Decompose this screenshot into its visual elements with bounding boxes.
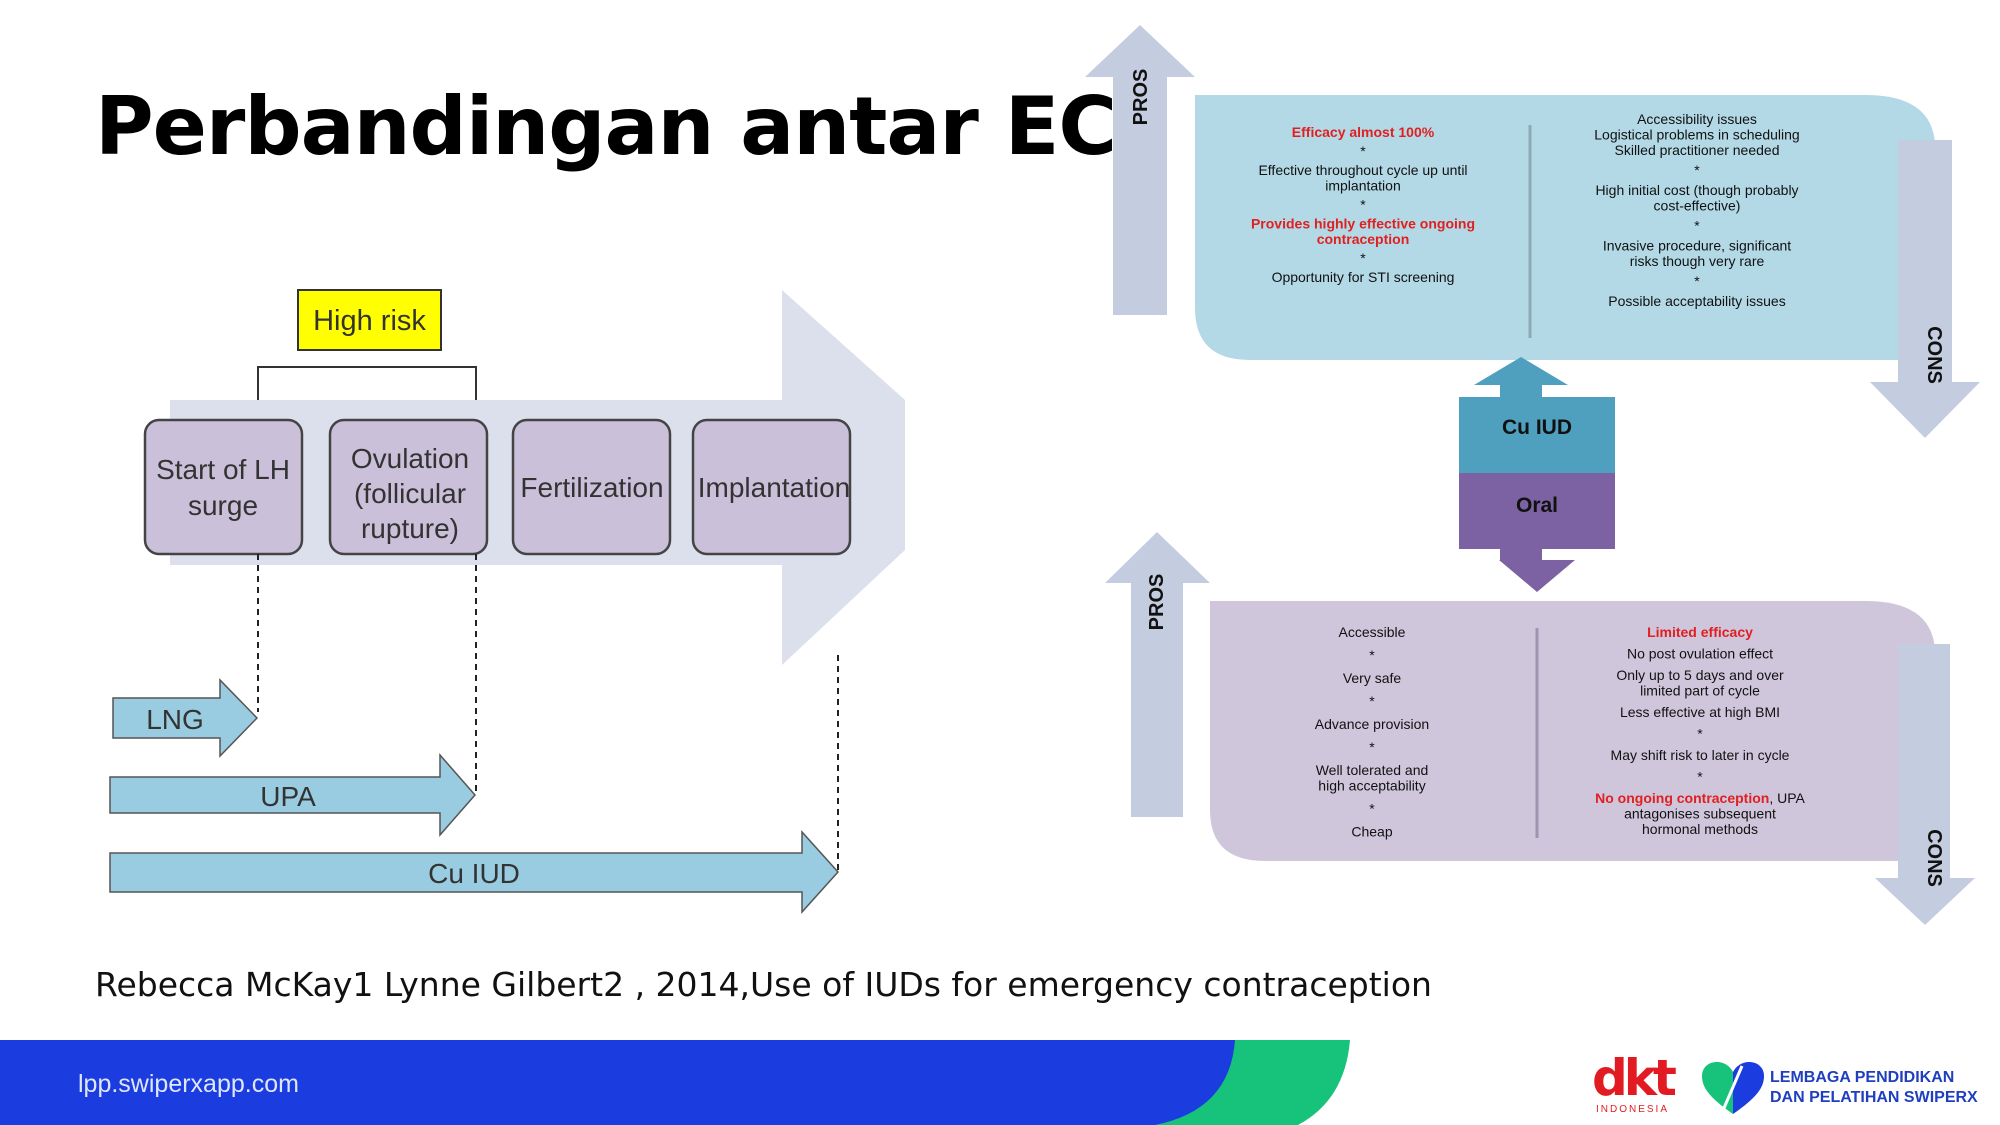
stage-ovulation: Ovulation (follicular rupture) xyxy=(328,418,489,556)
list-item-line: Efficacy almost 100% xyxy=(1292,124,1435,140)
oral-cons-list: Limited efficacy No post ovulation effect… xyxy=(1595,624,1805,837)
list-item-line: risks though very rare xyxy=(1630,253,1765,269)
list-item-line: * xyxy=(1369,739,1375,755)
list-item-line: limited part of cycle xyxy=(1640,683,1760,699)
list-item-line: hormonal methods xyxy=(1642,821,1758,837)
ec-timeline-diagram: High risk Start of LH surge Ovulation (f… xyxy=(109,289,905,914)
list-item-line: Less effective at high BMI xyxy=(1620,704,1780,720)
high-risk-label: High risk xyxy=(313,305,426,337)
list-item-line: high acceptability xyxy=(1318,778,1425,794)
list-item-line: * xyxy=(1697,769,1703,785)
lpp-logo-line: DAN PELATIHAN SWIPERX xyxy=(1770,1089,1978,1106)
lpp-logo-text: LEMBAGA PENDIDIKAN DAN PELATIHAN SWIPERX xyxy=(1770,1068,1978,1108)
list-item-line: Only up to 5 days and over xyxy=(1616,667,1784,683)
lpp-heart-icon xyxy=(1702,1062,1764,1114)
list-item-line: * xyxy=(1360,143,1366,159)
stage-fertilization: Fertilization xyxy=(511,418,672,556)
list-item-line: contraception xyxy=(1317,231,1410,247)
list-item-line: Advance provision xyxy=(1315,716,1429,732)
upa-arrow xyxy=(109,753,476,837)
cu-iud-arrow xyxy=(109,830,840,914)
cu-iud-up-arrow xyxy=(1474,357,1568,397)
stage-label-line: Start of LH xyxy=(156,454,290,485)
list-item-line: Skilled practitioner needed xyxy=(1615,142,1780,158)
oral-cons-label: CONS xyxy=(1923,829,1945,887)
cu-iud-label: Cu IUD xyxy=(428,858,520,889)
cu-pros-label: PROS xyxy=(1130,69,1152,126)
list-item-line: antagonises subsequent xyxy=(1624,806,1776,822)
list-item-line: * xyxy=(1369,801,1375,817)
cu-iud-label-box xyxy=(1459,397,1615,473)
list-item-line: implantation xyxy=(1325,178,1401,194)
list-item-line: Limited efficacy xyxy=(1647,624,1753,640)
high-risk-bracket xyxy=(257,366,477,400)
list-item-line: Accessible xyxy=(1339,624,1406,640)
oral-pros-label: PROS xyxy=(1146,574,1168,631)
stage-label-line: rupture) xyxy=(361,513,459,544)
citation: Rebecca McKay1 Lynne Gilbert2 , 2014,Use… xyxy=(95,965,1432,1004)
dkt-logo: dkt INDONESIA xyxy=(1590,1049,1677,1122)
stage-label-line: (follicular xyxy=(354,478,466,509)
lng-arrow xyxy=(112,678,259,758)
list-item-line: * xyxy=(1360,250,1366,266)
oral-cons-arrow xyxy=(1875,644,1975,925)
list-item-line: Opportunity for STI screening xyxy=(1272,269,1455,285)
list-item-line: Possible acceptability issues xyxy=(1608,293,1785,309)
cu-iud-center-label: Cu IUD xyxy=(1502,416,1572,439)
oral-down-arrow xyxy=(1499,549,1575,592)
upa-label: UPA xyxy=(260,781,316,812)
list-item-line: * xyxy=(1694,162,1700,178)
list-item-line: * xyxy=(1697,726,1703,742)
cu-iud-box xyxy=(1195,95,1935,360)
stage-label-line: surge xyxy=(188,490,258,521)
dkt-logo-subtext: INDONESIA xyxy=(1595,1104,1669,1115)
list-item-line: cost-effective) xyxy=(1654,198,1741,214)
footer-url-link[interactable]: lpp.swiperxapp.com xyxy=(78,1070,299,1098)
oral-pros-list: Accessible * Very safe * Advance provision * W… xyxy=(1315,624,1429,840)
list-item-line: * xyxy=(1369,647,1375,663)
oral-center-label: Oral xyxy=(1516,494,1558,517)
list-item-line: Effective throughout cycle up until xyxy=(1258,162,1467,178)
footer-bar xyxy=(0,1040,1350,1125)
stage-label-line: Implantation xyxy=(698,472,851,503)
list-item-line: * xyxy=(1694,273,1700,289)
list-item-line: May shift risk to later in cycle xyxy=(1611,747,1790,763)
stage-label-line: Fertilization xyxy=(520,472,663,503)
page-title: Perbandingan antar EC xyxy=(95,80,1117,173)
oral-pros-arrow xyxy=(1105,532,1210,817)
list-item-line: Well tolerated and xyxy=(1316,762,1429,778)
cu-cons-arrow xyxy=(1870,140,1980,438)
list-item-line: Provides highly effective ongoing xyxy=(1251,216,1475,232)
list-item-line: Invasive procedure, significant xyxy=(1603,238,1791,254)
lng-label: LNG xyxy=(146,704,204,735)
list-item-line: Very safe xyxy=(1343,670,1402,686)
lpp-logo-line: LEMBAGA PENDIDIKAN xyxy=(1770,1069,1955,1086)
footer-blue-shape xyxy=(0,1040,1235,1125)
list-item-line: No ongoing contraception, UPA xyxy=(1595,790,1805,806)
cu-pros-arrow xyxy=(1085,25,1195,315)
list-item-line: * xyxy=(1360,197,1366,213)
list-item-line: High initial cost (though probably xyxy=(1595,182,1798,198)
stage-implantation: Implantation xyxy=(691,418,852,556)
cu-pros-list: Efficacy almost 100% * Effective throughou… xyxy=(1251,124,1475,285)
dkt-logo-text: dkt xyxy=(1592,1049,1677,1107)
list-item-line: Accessibility issues xyxy=(1637,111,1757,127)
oral-label-box xyxy=(1459,473,1615,549)
list-item-line: * xyxy=(1694,218,1700,234)
list-item-line: * xyxy=(1369,693,1375,709)
cu-cons-label: CONS xyxy=(1923,326,1945,384)
pros-cons-diagram: PROS Efficacy almost 100% * Effective thro… xyxy=(1085,25,1980,925)
high-risk-box xyxy=(297,289,442,351)
list-item-line: Logistical problems in scheduling xyxy=(1594,127,1799,143)
stage-start-lh: Start of LH surge xyxy=(143,418,304,556)
list-item-line: No post ovulation effect xyxy=(1627,646,1773,662)
list-item-line: Cheap xyxy=(1351,824,1392,840)
oral-box xyxy=(1210,601,1935,861)
stage-label-line: Ovulation xyxy=(351,443,469,474)
